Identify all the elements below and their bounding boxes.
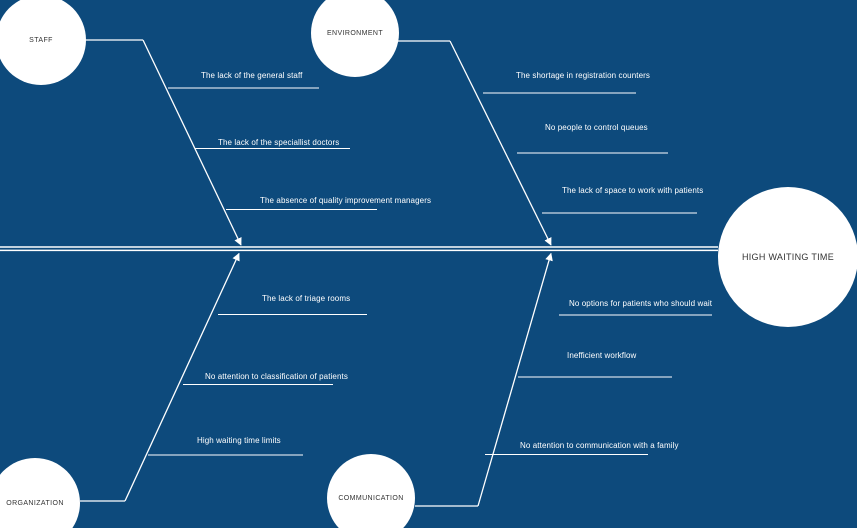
effect-node-label: HIGH WAITING TIME [741,252,835,262]
category-node-label: ORGANIZATION [6,499,64,507]
category-node-staff[interactable]: STAFF [0,0,86,85]
cause-label[interactable]: The lack of triage rooms [262,294,351,303]
effect-node-high-waiting-time[interactable]: HIGH WAITING TIME [718,187,857,327]
category-node-communication[interactable]: COMMUNICATION [327,454,415,528]
cause-label[interactable]: The lack of space to work with patients [562,186,704,195]
communication-branch-diagonal [477,252,553,507]
cause-label[interactable]: The lack of the speciallist doctors [218,138,340,147]
cause-label[interactable]: No people to control queues [545,123,648,132]
category-node-label: COMMUNICATION [338,494,404,502]
cause-label[interactable]: The absence of quality improvement manag… [260,196,432,205]
cause-label[interactable]: No attention to communication with a fam… [520,441,679,450]
cause-label[interactable]: The shortage in registration counters [516,71,650,80]
cause-label[interactable]: High waiting time limits [197,436,281,445]
staff-branch-diagonal [142,39,242,246]
cause-label[interactable]: The lack of the general staff [201,71,303,80]
cause-label[interactable]: No options for patients who should wait [569,299,713,308]
cause-label[interactable]: Inefficient workflow [567,351,637,360]
category-node-label: ENVIRONMENT [326,29,384,37]
organization-branch-diagonal [124,252,240,502]
cause-label[interactable]: No attention to classification of patien… [205,372,348,381]
environment-branch-diagonal [449,40,552,246]
category-node-environment[interactable]: ENVIRONMENT [311,0,399,77]
category-node-label: STAFF [29,36,53,44]
